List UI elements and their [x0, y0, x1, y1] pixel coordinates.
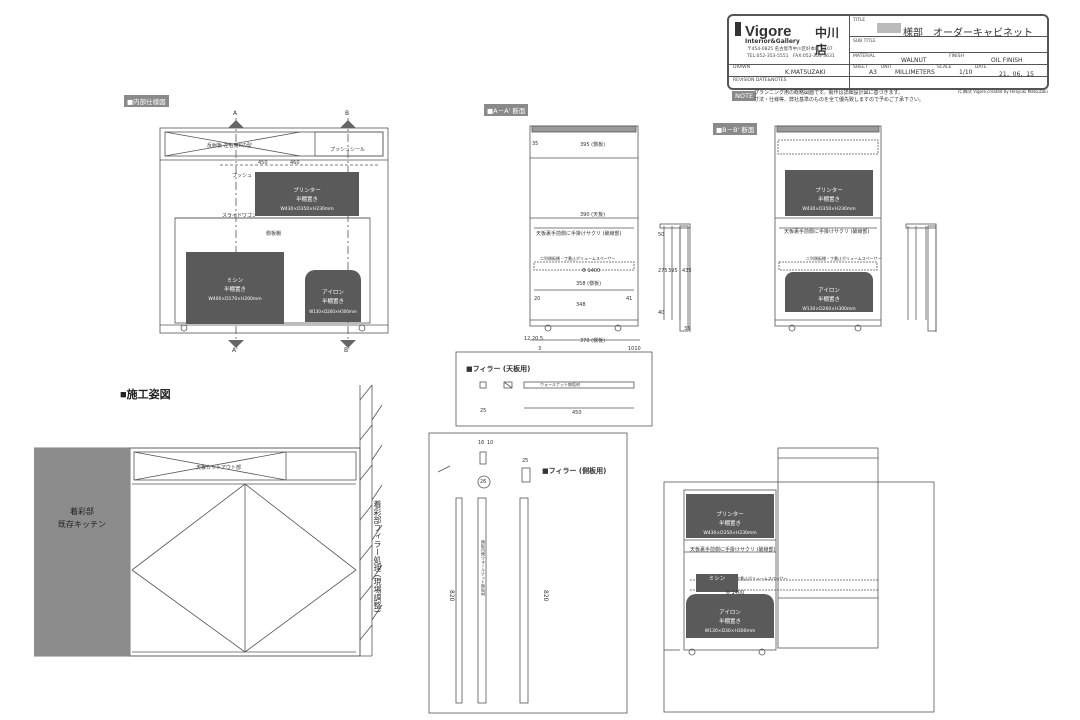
dim-v2: 275 [658, 268, 668, 274]
section-a-tag: ■A－A' 断面 [484, 104, 529, 116]
section-b-note: 天板裏手前側に手掛けサクリ (破線部) [784, 229, 870, 235]
dim-top: 450 [258, 160, 268, 166]
note-tag: NOTE [732, 91, 757, 101]
dim-v6: 35 [684, 326, 691, 332]
filler-side-dim-10: 10 [487, 440, 494, 446]
dim-390: 390 (天板) [580, 212, 606, 218]
mark-a: A [233, 110, 238, 117]
mark-b2: B' [344, 347, 350, 354]
dim-370: 370 (側板) [580, 338, 606, 344]
install-tag: ■施工姿図 [120, 389, 171, 401]
arrow-b-icon [340, 120, 356, 128]
dim-1010: 1010 [628, 346, 641, 352]
filler-side-tag: ■フィラー (側板用) [542, 467, 607, 475]
filler-side-dim-820a: 820 [448, 590, 455, 602]
logo-mark-icon [735, 22, 741, 36]
note-line-2: 寸法・仕様等、弊社基準のものを全て優先致しますので予めご了承下さい。 [754, 97, 925, 103]
shelf-label: 側板棚 [266, 231, 282, 237]
dim-395: 395 (側板) [580, 142, 606, 148]
persp-hole: Φ 1400 [726, 590, 745, 596]
vigore-logo: Vigore Interior&Gallery 中川店 [735, 20, 847, 60]
dim-v1: 50 [658, 232, 665, 238]
section-b-view [774, 125, 937, 332]
filler-side-bar-label: 側板内側ウォールナット無垢材 [481, 540, 486, 596]
filler-top-dim-25: 25 [480, 408, 487, 414]
install-top-label: 天板カットアウト部 [196, 465, 242, 471]
arrow-a-icon [228, 120, 244, 128]
filler-side-view [428, 432, 628, 714]
install-wall-label: 着彩部フィラー処理 (現場調整) [373, 500, 382, 613]
dim-35: 35 [532, 141, 539, 147]
dim-mid: 460 [290, 160, 300, 166]
dim-v4: 435 [682, 268, 692, 274]
store-name: 中川店 [815, 26, 840, 57]
push-seal-label: プッシュシール [330, 147, 366, 153]
section-b-rail: 二列側板棚・丁番止ボリュームスペーサー [806, 256, 882, 261]
arrow-a2-icon [228, 340, 244, 348]
filler-side-dim-25: 25 [522, 458, 529, 464]
note-line-1: プランニング用の概略図面です。製作は詳細設計図に基づきます。 [754, 90, 904, 96]
dim-20: 20 [534, 296, 541, 302]
dim-v5: 40 [658, 310, 665, 316]
dim-bottom: 12 20.5 [524, 336, 544, 342]
interior-front-view [159, 118, 389, 340]
dim-358: 358 (側板) [576, 281, 602, 287]
note-copyright: (C)株式 Vigore,created by Hiroyuki Matsuza… [958, 89, 1048, 94]
store-tel: TEL:052-353-5551 FAX:052-353-5631 [747, 54, 835, 59]
existing-kitchen-block: 着彩部 既存キッチン [34, 448, 130, 656]
persp-sewing: ミシン [696, 574, 738, 592]
filler-top-tag: ■フィラー (天板用) [466, 365, 531, 373]
dim-3: 3 [538, 346, 542, 352]
filler-top-bar-label: ウォールナット無垢材 [540, 382, 580, 387]
dim-41: 41 [626, 296, 633, 302]
filler-top-dim-450: 450 [572, 410, 582, 416]
slide-corner-label: スライドワゴン [222, 213, 258, 219]
section-a-view [529, 125, 691, 341]
arrow-b2-icon [340, 340, 356, 348]
redacted-name [877, 23, 901, 33]
push-label: プッシュ [232, 173, 253, 179]
section-a-rail: 二列側板棚・丁番止ボリュームスペーサー [540, 256, 616, 261]
title-value: 様部 オーダーキャビネット [903, 28, 1033, 39]
filler-side-dim-26: 26 [480, 479, 487, 485]
title-block: Vigore Interior&Gallery 中川店 〒454-0825 名古… [727, 14, 1049, 90]
section-a-note: 天板裏手前側に手掛けサクリ (破線部) [536, 231, 622, 237]
persp-note: 天板裏手前側に手掛けサクリ (破線部) [690, 547, 776, 553]
interior-top-label: 反射板 左右用Kの型 [207, 143, 252, 149]
store-address: 〒454-0825 名古屋市中川区好本町1-107 [747, 47, 833, 52]
filler-side-dim-820b: 820 [542, 590, 549, 602]
persp-rail: 二列側板棚・丁番止ボリュームスペーサー [712, 576, 788, 581]
mark-b: B [345, 110, 350, 117]
mark-a2: A' [232, 347, 238, 354]
dim-v3: 395 [668, 268, 678, 274]
filler-top-view [455, 351, 653, 427]
section-b-tag: ■B－B' 断面 [713, 123, 758, 135]
brand-sub: Interior&Gallery [745, 38, 800, 45]
brand-name: Vigore [745, 23, 792, 40]
dim-348: 348 [576, 302, 586, 308]
filler-side-dim-16: 16 [478, 440, 485, 446]
section-a-hole: Φ 1400 [582, 268, 601, 274]
interior-tag: ■内部仕様図 [124, 95, 169, 107]
